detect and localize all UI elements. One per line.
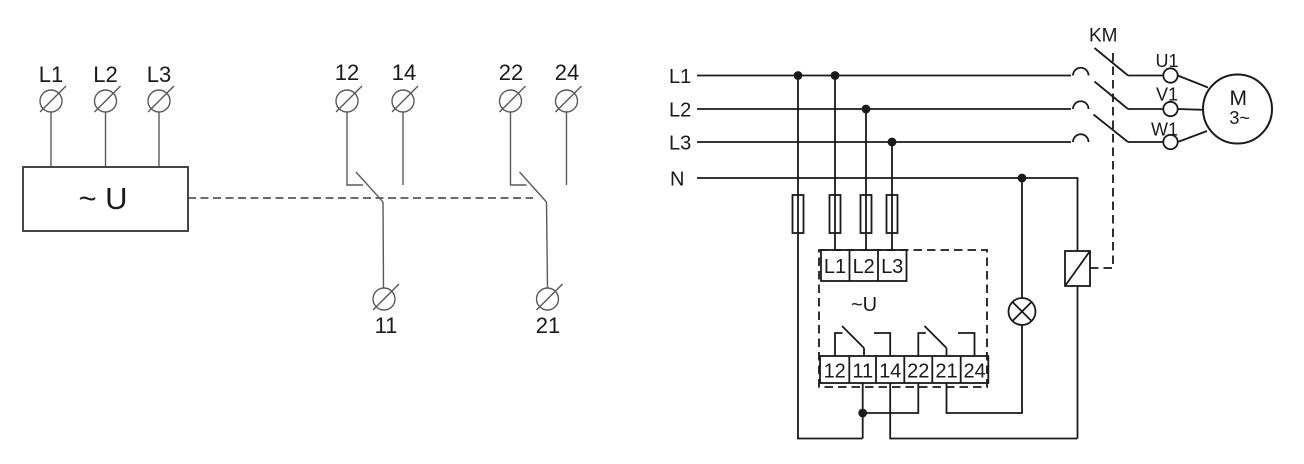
wire-jumper-11-22: [862, 383, 920, 414]
relay-internal-contact-1: [834, 325, 892, 356]
motor-terminal-label-v1: V1: [1156, 85, 1178, 105]
relay-output-label-21: 21: [935, 361, 957, 383]
screw-terminal-icon-l2: [93, 85, 121, 113]
relay-device-label: ~ U: [78, 181, 127, 216]
left-supply-label-l2: L2: [93, 62, 117, 87]
motor-lead-v1: [1177, 108, 1204, 111]
left-terminal-label-24: 24: [555, 60, 579, 85]
contactor-label: KM: [1089, 26, 1118, 47]
relay-output-label-14: 14: [879, 361, 901, 383]
relay-device-box: [22, 166, 189, 232]
relay-output-label-12: 12: [824, 361, 846, 383]
relay-input-label-l2: L2: [853, 256, 875, 278]
screw-terminal-icon-24: [554, 85, 582, 113]
indicator-lamp-icon: [1007, 297, 1037, 326]
line-n-to-coil: [697, 177, 1079, 251]
left-supply-label-l1: L1: [39, 62, 63, 87]
screw-terminal-icon-22: [498, 85, 526, 113]
screw-terminal-icon-l3: [147, 85, 175, 113]
junction-dot: [887, 137, 897, 147]
left-supply-label-l3: L3: [147, 62, 171, 87]
motor-lead-w1: [1177, 130, 1208, 143]
contact1-nc-leg: [346, 112, 363, 186]
motor-terminal-label-u1: U1: [1155, 51, 1178, 71]
left-terminal-label-12: 12: [335, 60, 359, 85]
relay-input-label-l1: L1: [824, 256, 846, 278]
motor-icon: M 3~: [1202, 73, 1273, 145]
line-label-n: N: [670, 169, 684, 191]
junction-dot: [861, 104, 871, 114]
relay-output-label-24: 24: [963, 361, 985, 383]
relay-internal-contact-2: [917, 325, 976, 356]
contact2-blade: [518, 171, 548, 203]
relay-output-label-22: 22: [907, 361, 929, 383]
motor-phase-label: 3~: [1229, 108, 1250, 128]
contactor-pole-3: [1072, 113, 1164, 143]
contactor-pole-2: [1072, 80, 1164, 110]
fuse-icon-2: [828, 194, 842, 234]
contactor-pole-1: [1072, 47, 1164, 77]
screw-terminal-icon-14: [391, 85, 419, 113]
line-label-l2: L2: [669, 100, 691, 122]
motor-lead-u1: [1177, 74, 1209, 89]
relay-input-terminal-strip: L1 L2 L3: [820, 249, 908, 282]
screw-terminal-icon-21: [535, 283, 563, 311]
left-terminal-label-21: 21: [536, 313, 560, 338]
fuse-icon-3: [859, 194, 873, 234]
wire-21-to-lamp: [945, 325, 1023, 414]
relay-output-terminal-strip: 12 11 14 22 21 24: [819, 355, 990, 384]
contact2-nc-leg: [509, 112, 527, 186]
fuse-icon-1: [791, 194, 805, 234]
line-label-l1: L1: [669, 66, 691, 88]
contactor-coil-icon: [1064, 250, 1091, 287]
drop-l1-to-common11: [797, 75, 863, 440]
relay-function-label: ~U: [851, 294, 877, 316]
fuse-icon-4: [885, 194, 899, 234]
left-terminal-label-14: 14: [392, 60, 416, 85]
junction-dot: [830, 71, 840, 80]
junction-dot: [793, 71, 803, 80]
left-terminal-label-11: 11: [375, 313, 398, 338]
relay-input-label-l3: L3: [881, 256, 903, 278]
right-application-diagram: L1 L2 L3 N L1 L2 L3: [669, 26, 1273, 440]
motor-label: M: [1230, 87, 1248, 110]
relay-output-label-11: 11: [852, 361, 873, 383]
left-terminal-diagram: L1 L2 L3 ~ U 12 14: [22, 60, 582, 338]
contact1-blade: [355, 171, 384, 203]
wire-14-to-coil: [889, 383, 1078, 440]
left-terminal-label-22: 22: [499, 60, 523, 85]
contact2-common-riser: [545, 201, 549, 289]
line-label-l3: L3: [669, 133, 691, 155]
screw-terminal-icon-l1: [39, 85, 67, 113]
left-supply-wires: [50, 112, 160, 167]
screw-terminal-icon-11: [372, 283, 400, 311]
contact1-common-riser: [382, 201, 385, 289]
contactor-linkage-dashed-line: [1090, 48, 1114, 269]
screw-terminal-icon-12: [335, 85, 363, 113]
